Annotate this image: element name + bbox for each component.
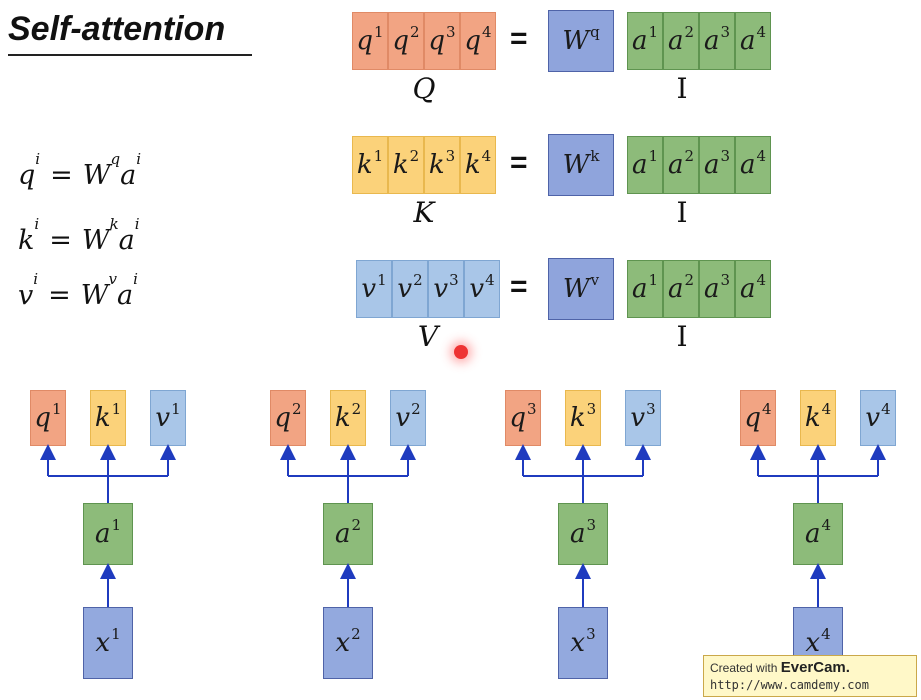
matrix-label-k: K [413, 196, 435, 229]
formula-q: qi=Wqai [18, 150, 142, 191]
formula-k: ki=Wkai [18, 215, 140, 256]
matrix-label-I-k: I [676, 196, 688, 229]
matrix-label-I-v: I [676, 320, 688, 353]
formula-v: vi=Wvai [18, 270, 138, 311]
matrix-label-v: V [417, 320, 439, 353]
equals-sign-v: = [510, 270, 528, 303]
matrix-label-q: Q [412, 72, 436, 105]
matrix-label-I-q: I [676, 72, 688, 105]
title-underline [8, 54, 252, 56]
pointer-dot [454, 345, 468, 359]
equals-sign-k: = [510, 146, 528, 179]
watermark: Created with EverCam. http://www.camdemy… [703, 655, 917, 697]
equals-sign-q: = [510, 22, 528, 55]
slide-title: Self-attention [8, 10, 226, 48]
